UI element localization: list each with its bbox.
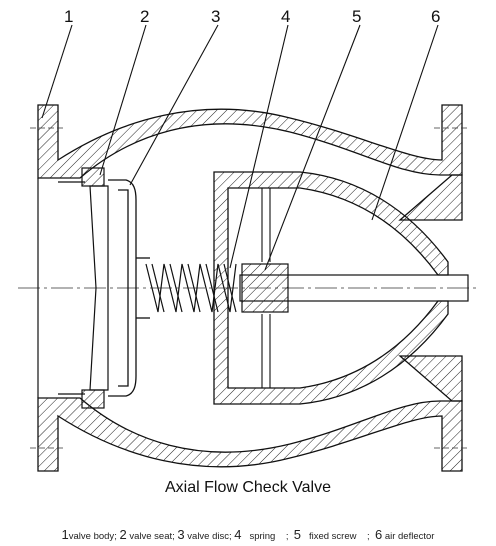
valve-disc: [108, 179, 150, 397]
inlet-bore: [37, 178, 85, 398]
legend-item: 6 air deflector: [374, 527, 435, 542]
air-deflector: [213, 171, 463, 405]
valve-seat: [81, 167, 109, 409]
valve-body: [37, 104, 463, 472]
flange-marks: [30, 127, 470, 449]
legend-item: 4 spring ;: [234, 527, 289, 542]
legend-item: 3 valve disc;: [177, 527, 232, 542]
callout-6: 6: [431, 7, 440, 26]
callout-1: 1: [64, 7, 73, 26]
legend-item: 2 valve seat;: [119, 527, 175, 542]
leader-lines: [41, 24, 439, 271]
callout-2: 2: [140, 7, 149, 26]
legend-item: 1valve body;: [61, 527, 117, 542]
callout-5: 5: [352, 7, 361, 26]
callout-4: 4: [281, 7, 290, 26]
callout-3: 3: [211, 7, 220, 26]
stem: [239, 263, 469, 313]
guide-lines: [261, 188, 271, 388]
diagram-caption: Axial Flow Check Valve: [165, 479, 331, 496]
parts-legend: 1valve body; 2 valve seat; 3 valve disc;…: [0, 527, 496, 542]
legend-item: 5 fixed screw ;: [293, 527, 370, 542]
